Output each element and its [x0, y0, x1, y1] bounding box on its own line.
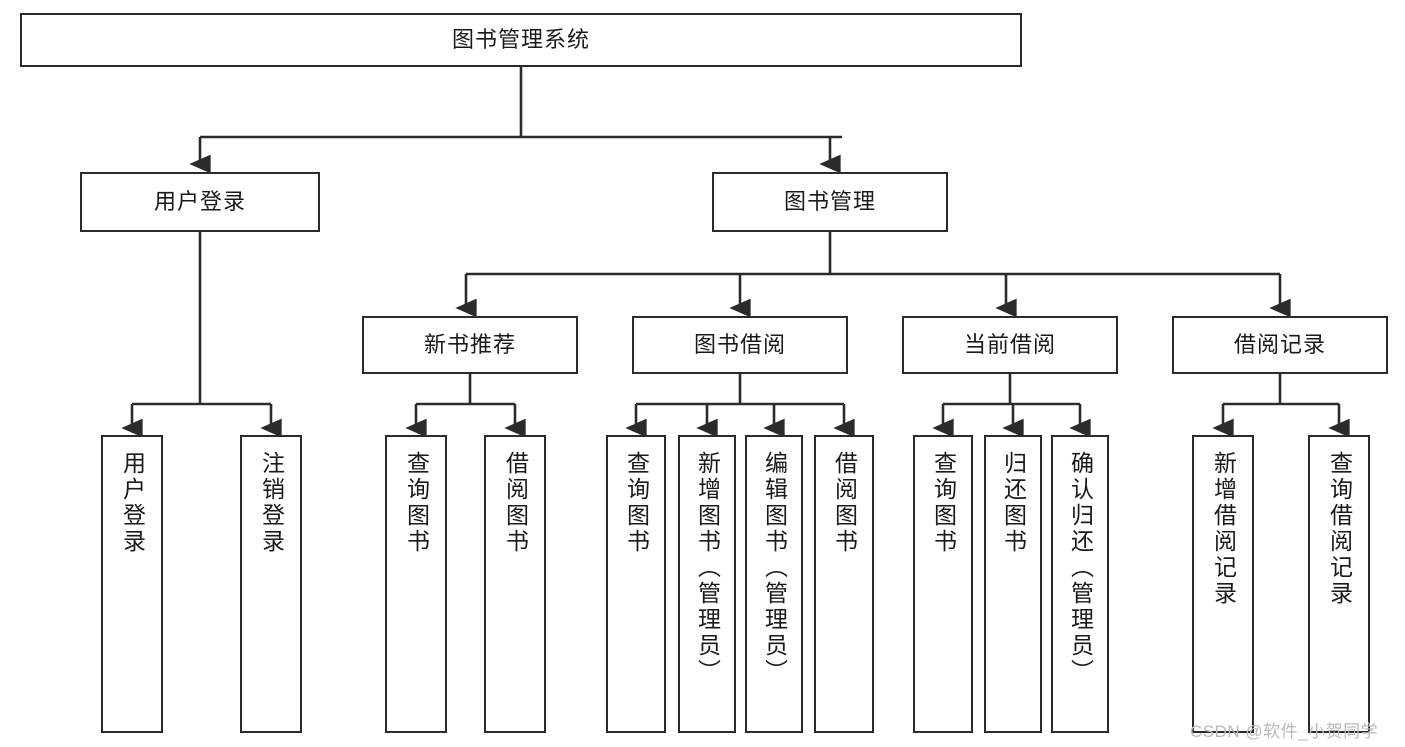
node-leaf-bb-add-book[interactable]: 新增图书（管理员）	[678, 435, 736, 733]
node-new-book-recommend[interactable]: 新书推荐	[362, 316, 578, 374]
node-user-login-label: 用户登录	[153, 189, 246, 215]
node-leaf-rec-query-book[interactable]: 查询图书	[385, 435, 447, 733]
node-leaf-user-login-label: 用户登录	[119, 451, 146, 555]
node-leaf-bb-query-book-label: 查询图书	[623, 451, 650, 555]
node-leaf-cb-return-book[interactable]: 归还图书	[984, 435, 1042, 733]
node-borrow-record[interactable]: 借阅记录	[1172, 316, 1388, 374]
node-leaf-bb-edit-book-label: 编辑图书（管理员）	[761, 451, 788, 685]
node-borrow-record-label: 借阅记录	[1233, 332, 1326, 358]
node-book-borrow-label: 图书借阅	[693, 332, 786, 358]
node-leaf-cb-return-book-label: 归还图书	[1000, 451, 1027, 555]
node-leaf-bb-edit-book[interactable]: 编辑图书（管理员）	[745, 435, 803, 733]
node-root[interactable]: 图书管理系统	[20, 13, 1022, 67]
node-leaf-bb-query-book[interactable]: 查询图书	[606, 435, 666, 733]
node-root-label: 图书管理系统	[451, 27, 590, 53]
node-leaf-cb-confirm-return[interactable]: 确认归还（管理员）	[1051, 435, 1109, 733]
node-leaf-bb-borrow-book[interactable]: 借阅图书	[814, 435, 874, 733]
node-book-manage-label: 图书管理	[783, 189, 876, 215]
node-leaf-br-query-record[interactable]: 查询借阅记录	[1308, 435, 1370, 733]
node-leaf-br-add-record-label: 新增借阅记录	[1210, 451, 1237, 607]
node-book-manage[interactable]: 图书管理	[712, 172, 948, 232]
node-leaf-logout-login[interactable]: 注销登录	[240, 435, 302, 733]
node-current-borrow-label: 当前借阅	[963, 332, 1056, 358]
node-leaf-cb-confirm-return-label: 确认归还（管理员）	[1067, 451, 1094, 685]
node-leaf-bb-add-book-label: 新增图书（管理员）	[694, 451, 721, 685]
node-user-login[interactable]: 用户登录	[80, 172, 320, 232]
node-new-book-recommend-label: 新书推荐	[423, 332, 516, 358]
node-leaf-rec-query-book-label: 查询图书	[403, 451, 430, 555]
node-leaf-br-add-record[interactable]: 新增借阅记录	[1192, 435, 1254, 733]
node-current-borrow[interactable]: 当前借阅	[902, 316, 1118, 374]
csdn-watermark: CSDN @软件_小贺同学	[1190, 722, 1379, 741]
node-leaf-cb-query-book[interactable]: 查询图书	[913, 435, 973, 733]
node-leaf-user-login[interactable]: 用户登录	[101, 435, 163, 733]
node-leaf-cb-query-book-label: 查询图书	[930, 451, 957, 555]
node-leaf-rec-borrow-book[interactable]: 借阅图书	[484, 435, 546, 733]
node-leaf-br-query-record-label: 查询借阅记录	[1326, 451, 1353, 607]
node-leaf-bb-borrow-book-label: 借阅图书	[831, 451, 858, 555]
node-leaf-rec-borrow-book-label: 借阅图书	[502, 451, 529, 555]
node-leaf-logout-login-label: 注销登录	[258, 451, 285, 555]
node-book-borrow[interactable]: 图书借阅	[632, 316, 848, 374]
